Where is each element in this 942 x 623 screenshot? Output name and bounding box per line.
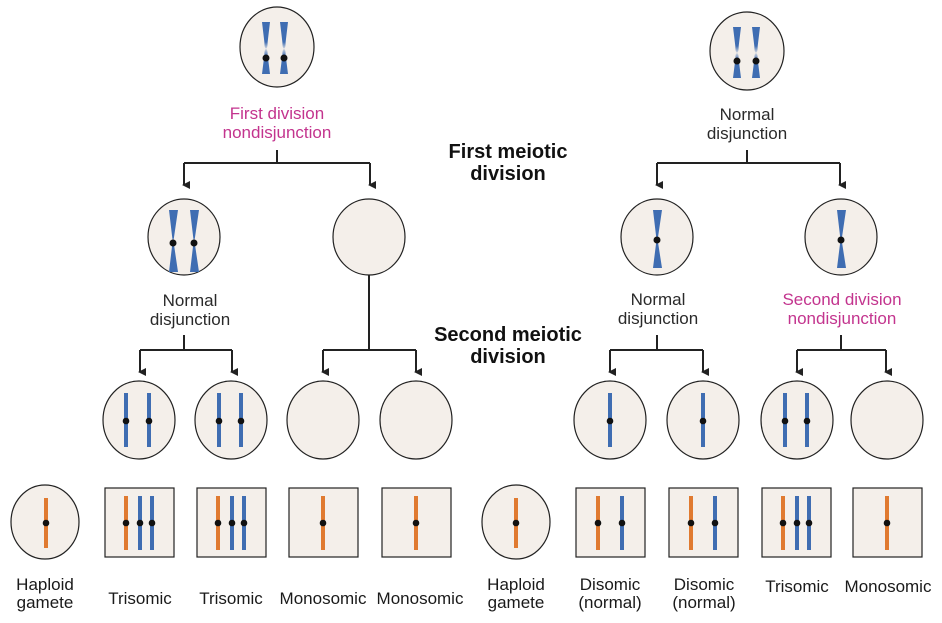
right-mid-right-label: Second division nondisjunction [782,290,901,328]
outcome-label-r4: Monosomic [845,578,932,596]
outcome-r2-line2: (normal) [672,594,735,612]
right-mid-right-label-line2: nondisjunction [782,309,901,328]
outcome-label-r2: Disomic (normal) [672,576,735,612]
haploid-left-line1: Haploid [16,576,74,594]
left-second-division-connector-b [323,275,416,372]
outcome-label-l1: Trisomic [108,590,172,608]
left-mid-label-line1: Normal [150,291,230,310]
left-gamete-cell-1 [103,381,175,459]
first-meiotic-line2: division [449,163,568,185]
right-parent-cell [710,12,784,90]
left-top-label-line1: First division [223,104,332,123]
right-top-label: Normal disjunction [707,105,787,143]
outcome-r2-line1: Disomic [672,576,735,594]
zygote-l2-chromosomes [215,496,248,550]
outcome-label-l3: Monosomic [280,590,367,608]
right-gamete-cell-4-empty [851,381,923,459]
left-top-label-line2: nondisjunction [223,123,332,142]
left-parent-cell [240,7,314,87]
left-gamete-cell-2 [195,381,267,459]
haploid-right-line1: Haploid [487,576,545,594]
right-first-division-connector [657,150,840,185]
right-gamete-cell-3 [761,381,833,459]
right-mid-left-label-line2: disjunction [618,309,698,328]
right-top-label-line2: disjunction [707,124,787,143]
first-meiotic-line1: First meiotic [449,141,568,163]
outcome-r1-line1: Disomic [578,576,641,594]
right-second-division-connector-a [610,335,703,372]
haploid-right-line2: gamete [487,594,545,612]
haploid-left-line2: gamete [16,594,74,612]
left-top-label: First division nondisjunction [223,104,332,142]
outcome-r1-line2: (normal) [578,594,641,612]
outcome-label-r3: Trisomic [765,578,829,596]
zygote-box-r1 [576,488,645,557]
left-mid-label-line2: disjunction [150,310,230,329]
zygote-l1-chromosomes [123,496,156,550]
left-mid-label: Normal disjunction [150,291,230,329]
left-first-division-connector [184,150,370,185]
left-mid-cell-1 [148,199,220,275]
right-second-division-connector-b [797,335,886,372]
second-meiotic-line2: division [434,346,582,368]
zygote-box-r2 [669,488,738,557]
second-meiotic-division-label: Second meiotic division [434,324,582,368]
second-meiotic-line1: Second meiotic [434,324,582,346]
right-mid-left-label-line1: Normal [618,290,698,309]
first-meiotic-division-label: First meiotic division [449,141,568,185]
haploid-gamete-right-label: Haploid gamete [487,576,545,612]
right-mid-left-label: Normal disjunction [618,290,698,328]
left-mid-cell-2-empty [333,199,405,275]
left-second-division-connector-a [140,335,232,372]
left-gamete-cell-4-empty [380,381,452,459]
right-mid-right-label-line1: Second division [782,290,901,309]
zygote-r3-chromosomes [780,496,813,550]
outcome-label-l2: Trisomic [199,590,263,608]
right-top-label-line1: Normal [707,105,787,124]
outcome-label-r1: Disomic (normal) [578,576,641,612]
outcome-label-l4: Monosomic [377,590,464,608]
haploid-gamete-left-label: Haploid gamete [16,576,74,612]
left-gamete-cell-3-empty [287,381,359,459]
